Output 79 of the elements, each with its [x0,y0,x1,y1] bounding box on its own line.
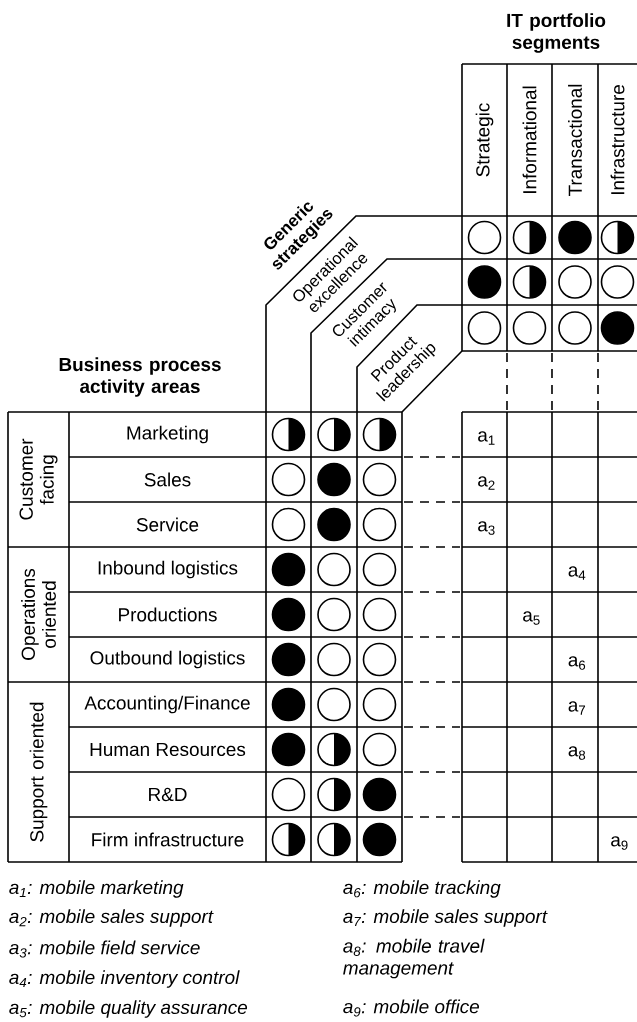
row-label: Sales [144,472,191,487]
legend-text: a$_{1}$: mobile marketing [9,880,184,898]
filled-circle [271,732,306,767]
empty-circle [271,777,306,812]
empty-circle [362,597,397,632]
half-filled-circle [600,220,635,255]
filled-circle [271,552,306,587]
legend-text: a$_{9}$: mobile office [343,999,479,1017]
legend-text: a$_{7}$: mobile sales support [343,909,548,927]
row-label: Human Resources [90,742,246,757]
row-label: Service [136,517,199,532]
filled-circle [467,265,502,299]
filled-circle [558,220,592,255]
half-filled-circle [512,220,547,255]
cell-text: a$_{1}$ [478,431,495,445]
filled-circle [362,777,397,812]
half-filled-circle [271,417,306,452]
group-label: Customer facing [19,438,58,520]
empty-circle [467,311,502,345]
empty-circle [317,552,351,587]
empty-circle [362,642,397,677]
row-label: Firm infrastructure [92,832,244,847]
empty-circle [362,687,397,722]
legend-text: a$_{3}$: mobile field service [9,940,200,958]
filled-circle [317,507,351,542]
column-label: Strategic [475,103,494,177]
cell-text: a$_{7}$ [568,701,586,715]
cell-text: a$_{2}$ [478,476,495,490]
half-filled-circle [271,822,306,857]
column-label: Informational [522,86,537,193]
filled-circle [271,642,306,677]
empty-circle [271,507,306,542]
row-label: R&D [149,787,187,802]
half-filled-circle [317,732,351,767]
row-label: Marketing [127,425,208,444]
section-heading: Business process activity areas [59,357,221,397]
cell-text: a$_{5}$ [523,611,540,625]
filled-circle [600,311,635,345]
empty-circle [512,311,547,345]
section-heading: IT portfolio segments [507,13,606,53]
empty-circle [362,462,397,497]
empty-circle [558,265,592,299]
column-label: Infrastructure [610,85,625,194]
empty-circle [600,265,635,299]
filled-circle [317,462,351,497]
filled-circle [271,687,306,722]
empty-circle [558,311,592,345]
half-filled-circle [512,265,547,299]
empty-circle [271,462,306,497]
filled-circle [271,597,306,632]
empty-circle [317,597,351,632]
legend-text: a$_{8}$: mobile travel management [343,938,485,979]
column-label: Transactional [568,84,582,197]
empty-circle [362,552,397,587]
cell-text: a$_{4}$ [568,566,586,580]
legend-text: a$_{5}$: mobile quality assurance [9,1000,248,1018]
half-filled-circle [317,777,351,812]
row-label: Inbound logistics [98,560,238,579]
cell-text: a$_{9}$ [611,836,628,850]
empty-circle [467,220,502,255]
group-label: Operations oriented [21,568,56,660]
filled-circle [362,822,397,857]
legend-text: a$_{6}$: mobile tracking [343,880,501,898]
empty-circle [317,687,351,722]
row-label: Outbound logistics [90,650,245,669]
legend-text: a$_{4}$: mobile inventory control [9,970,240,988]
group-label: Support oriented [29,702,48,842]
half-filled-circle [317,822,351,857]
cell-text: a$_{8}$ [568,746,586,760]
empty-circle [362,507,397,542]
legend-text: a$_{2}$: mobile sales support [9,909,214,927]
empty-circle [362,732,397,767]
half-filled-circle [317,417,351,452]
empty-circle [317,642,351,677]
cell-text: a$_{3}$ [478,521,495,535]
cell-text: a$_{6}$ [568,656,586,670]
row-label: Accounting/Finance [84,695,250,714]
row-label: Productions [119,607,217,622]
half-filled-circle [362,417,397,452]
